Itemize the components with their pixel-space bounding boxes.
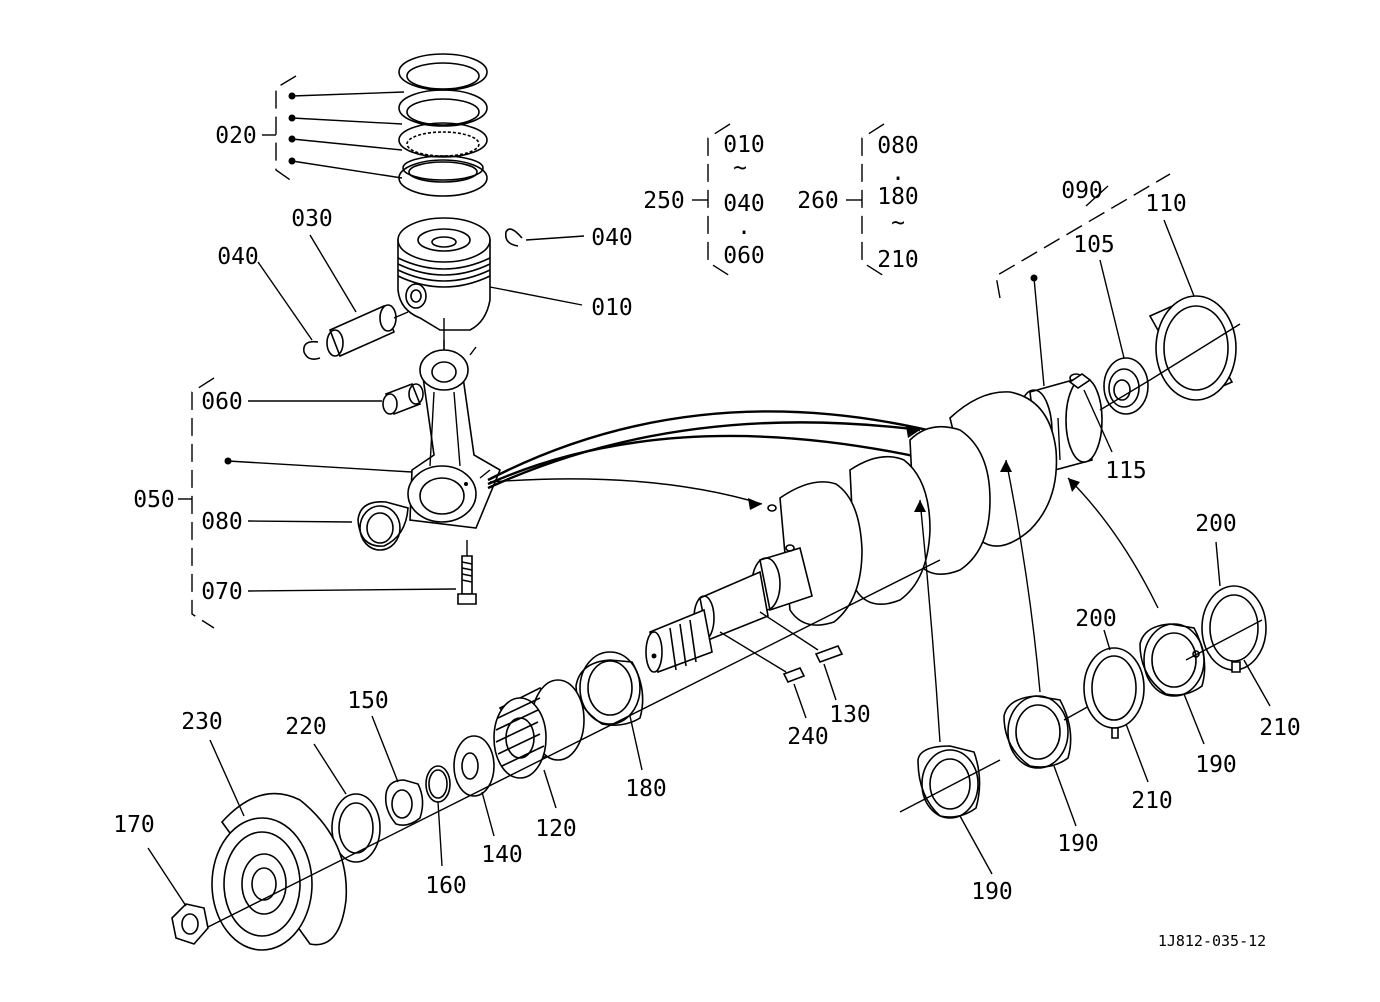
label-220: 220 — [285, 714, 327, 740]
main-bearing-190-a — [917, 745, 981, 819]
main-bearing-190-c — [1139, 623, 1206, 697]
pulley-230 — [211, 792, 348, 951]
main-bearing-190-b — [1003, 695, 1072, 769]
pin-115 — [1068, 373, 1092, 389]
group-250-item-2: 040 — [723, 191, 765, 217]
thrust-washer-200-a — [1083, 647, 1145, 739]
crank-key-130 — [814, 645, 844, 663]
label-170: 170 — [113, 812, 155, 838]
label-190-middle: 190 — [1057, 831, 1099, 857]
thrust-washer-200-b — [1201, 585, 1267, 673]
crank-key-240 — [782, 666, 806, 684]
crank-gear-120 — [493, 679, 585, 779]
label-080: 080 — [201, 509, 243, 535]
group-260-item-2: 180 — [877, 184, 919, 210]
group-250-item-3: 060 — [723, 243, 765, 269]
label-240: 240 — [787, 724, 829, 750]
label-040-left: 040 — [217, 244, 259, 270]
piston — [397, 217, 491, 331]
washer-140 — [453, 735, 495, 797]
front-bearing-180 — [575, 651, 644, 726]
crankshaft — [645, 373, 1103, 674]
label-200-left: 200 — [1075, 606, 1117, 632]
label-260: 260 — [797, 188, 839, 214]
group-250-item-1: 010 — [723, 132, 765, 158]
assembly-arrows — [487, 410, 1011, 510]
group-260-item-1: 080 — [877, 133, 919, 159]
label-150: 150 — [347, 688, 389, 714]
label-120: 120 — [535, 816, 577, 842]
label-230: 230 — [181, 709, 223, 735]
label-210-left: 210 — [1131, 788, 1173, 814]
label-105: 105 — [1073, 232, 1115, 258]
label-130: 130 — [829, 702, 871, 728]
big-end-bearing — [357, 501, 409, 551]
circlip-left — [302, 340, 321, 360]
label-140: 140 — [481, 842, 523, 868]
label-110: 110 — [1145, 191, 1187, 217]
callout-labels: 020 030 040 040 010 060 050 080 070 250 … — [113, 123, 1301, 950]
label-115: 115 — [1105, 458, 1147, 484]
svg-text:~: ~ — [733, 155, 747, 181]
ring-callouts — [288, 91, 405, 179]
label-020: 020 — [215, 123, 257, 149]
label-190-left: 190 — [971, 879, 1013, 905]
label-160: 160 — [425, 873, 467, 899]
collar-150 — [384, 779, 424, 826]
label-030: 030 — [291, 206, 333, 232]
ball-bearing-105 — [1103, 357, 1149, 415]
svg-text:~: ~ — [891, 210, 905, 236]
label-210-right: 210 — [1259, 715, 1301, 741]
group-260-item-3: 210 — [877, 247, 919, 273]
diagram-code: 1J812-035-12 — [1158, 932, 1266, 950]
label-250: 250 — [643, 188, 685, 214]
label-050: 050 — [133, 487, 175, 513]
small-end-bushing — [382, 382, 424, 416]
label-180: 180 — [625, 776, 667, 802]
label-200-right: 200 — [1195, 511, 1237, 537]
label-060: 060 — [201, 389, 243, 415]
o-ring-160 — [425, 765, 451, 803]
label-090: 090 — [1061, 178, 1103, 204]
svg-text:.: . — [737, 214, 751, 240]
bushing-110 — [1148, 295, 1237, 401]
label-040-right: 040 — [591, 225, 633, 251]
piston-rings — [398, 53, 488, 197]
circlip-right — [504, 228, 523, 247]
label-190-right: 190 — [1195, 752, 1237, 778]
svg-text:.: . — [891, 160, 905, 186]
label-010: 010 — [591, 295, 633, 321]
con-rod-bolt — [457, 555, 477, 605]
label-070: 070 — [201, 579, 243, 605]
nut-170 — [171, 903, 209, 945]
piston-pin — [326, 304, 397, 358]
connecting-rod — [407, 349, 502, 529]
